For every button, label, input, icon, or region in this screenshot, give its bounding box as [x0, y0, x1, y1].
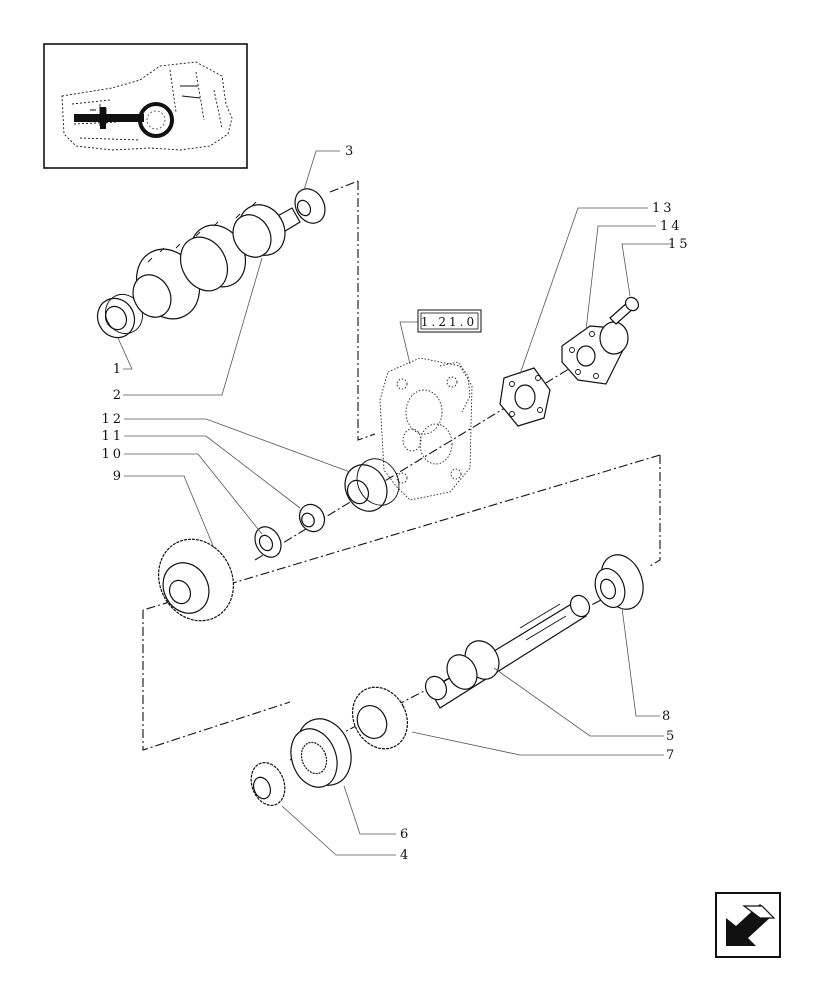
callout-7: 7 [666, 748, 677, 763]
callout-5: 5 [666, 729, 677, 744]
spacer-part-11[interactable] [295, 500, 329, 536]
callout-10: 10 [101, 447, 124, 462]
callout-13: 13 [652, 201, 675, 216]
upper-frame-top [329, 180, 359, 193]
transmission-housing [379, 357, 473, 501]
callout-11: 11 [101, 429, 124, 444]
gasket-part-13[interactable] [499, 367, 551, 427]
callout-2: 2 [113, 388, 124, 403]
main-shaft-part-5[interactable] [422, 592, 594, 709]
flange-part-14[interactable] [561, 321, 629, 385]
callout-labels: 1 2 3 4 5 6 7 8 9 10 11 12 13 14 15 [101, 144, 691, 863]
nut-part-4[interactable] [245, 758, 290, 810]
lower-frame-left [142, 610, 291, 751]
callout-9: 9 [113, 469, 124, 484]
bearing-part-1[interactable] [91, 288, 150, 344]
washer-part-10[interactable] [250, 522, 286, 562]
leader-lines [117, 150, 672, 856]
bearing-part-3[interactable] [289, 184, 331, 229]
callout-6: 6 [400, 827, 411, 842]
gear-part-7[interactable] [342, 678, 418, 759]
callout-15: 15 [668, 237, 691, 252]
callout-8: 8 [662, 709, 673, 724]
previous-page-arrow-icon[interactable] [715, 892, 781, 958]
locator-thumbnail[interactable] [43, 43, 248, 169]
sleeve-part-8[interactable] [590, 549, 650, 615]
callout-1: 1 [113, 362, 124, 377]
reference-box-label: 1.21.0 [421, 315, 477, 329]
callout-12: 12 [101, 412, 124, 427]
upper-assembly-frame [357, 181, 376, 441]
gear-part-9[interactable] [144, 526, 247, 634]
callout-3: 3 [345, 144, 356, 159]
reference-box-1-21-0[interactable]: 1.21.0 [417, 309, 482, 333]
callout-14: 14 [660, 219, 683, 234]
lower-assembly-frame [649, 455, 661, 567]
hub-part-6[interactable] [283, 711, 360, 794]
tractor-transmission-locator-icon [61, 61, 233, 151]
callout-4: 4 [400, 848, 411, 863]
bearing-part-12[interactable] [337, 451, 407, 518]
cluster-gear-shaft-part-2[interactable] [125, 197, 301, 330]
screw-part-15[interactable] [609, 295, 641, 325]
